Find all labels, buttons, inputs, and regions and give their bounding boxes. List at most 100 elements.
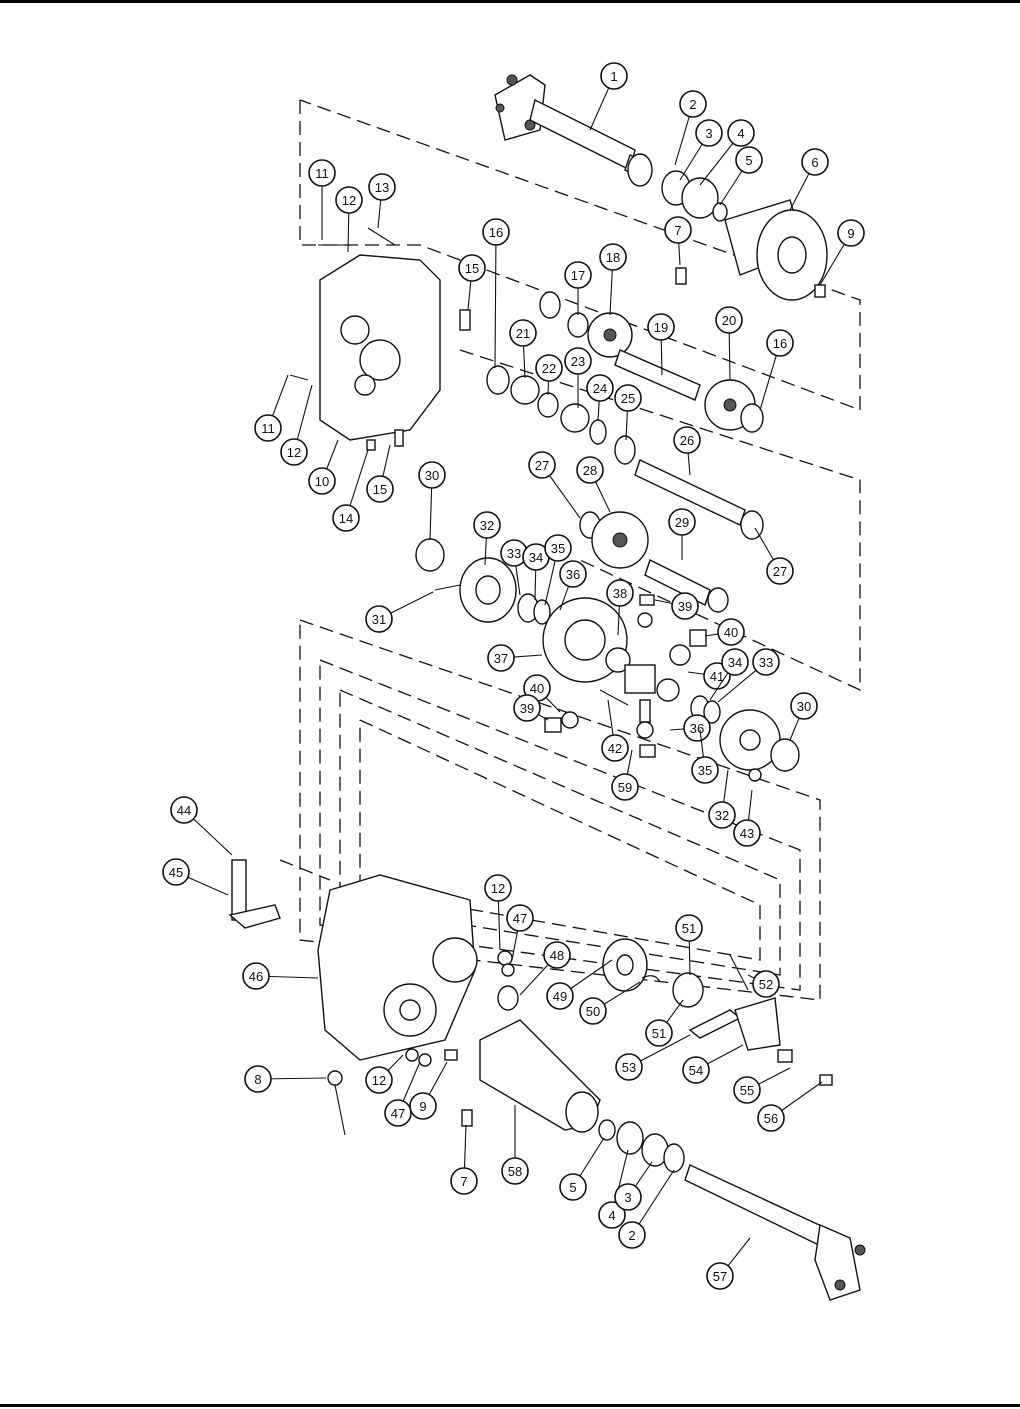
callout-number: 47: [391, 1106, 405, 1121]
callout-number: 3: [624, 1190, 631, 1205]
callout-number: 18: [606, 250, 620, 265]
part-callout: 32: [709, 802, 735, 828]
callout-number: 12: [372, 1073, 386, 1088]
part-callout: 23: [565, 348, 591, 374]
part-callout: 35: [692, 757, 718, 783]
callout-number: 27: [773, 564, 787, 579]
callout-number: 58: [508, 1164, 522, 1179]
callout-number: 2: [628, 1228, 635, 1243]
callout-number: 7: [674, 223, 681, 238]
part-callout: 3: [615, 1184, 641, 1210]
part-callout: 52: [753, 971, 779, 997]
callout-number: 26: [680, 433, 694, 448]
upper-axle-shaft: [495, 75, 650, 180]
callout-number: 12: [491, 881, 505, 896]
callout-number: 1: [610, 69, 617, 84]
part-callout: 18: [600, 244, 626, 270]
callout-number: 16: [489, 225, 503, 240]
part-callout: 17: [565, 262, 591, 288]
part-callout: 12: [366, 1067, 392, 1093]
part-callout: 21: [510, 320, 536, 346]
part-callout: 11: [309, 160, 335, 186]
part-callout: 53: [616, 1054, 642, 1080]
callout-number: 47: [513, 911, 527, 926]
callout-number: 5: [569, 1180, 576, 1195]
callout-number: 45: [169, 865, 183, 880]
part-callout: 31: [366, 606, 392, 632]
part-callout: 34: [722, 649, 748, 675]
callout-number: 12: [342, 193, 356, 208]
callout-number: 27: [535, 458, 549, 473]
part-callout: 51: [646, 1020, 672, 1046]
callout-number: 11: [261, 421, 275, 436]
right-axle-housing-upper: [628, 154, 827, 300]
part-callout: 15: [459, 255, 485, 281]
callout-number: 9: [419, 1099, 426, 1114]
callout-number: 31: [372, 612, 386, 627]
callout-number: 33: [507, 546, 521, 561]
callout-number: 36: [566, 567, 580, 582]
part-callout: 5: [560, 1174, 586, 1200]
callout-number: 40: [724, 625, 738, 640]
part-callout: 33: [753, 649, 779, 675]
callout-number: 20: [722, 313, 736, 328]
part-callout: 1: [601, 63, 627, 89]
part-callout: 10: [309, 468, 335, 494]
part-callout: 7: [665, 217, 691, 243]
part-callout: 24: [587, 375, 613, 401]
callout-number: 4: [608, 1208, 615, 1223]
callout-number: 40: [530, 681, 544, 696]
callout-number: 37: [494, 651, 508, 666]
callout-number: 28: [583, 463, 597, 478]
callout-number: 48: [550, 948, 564, 963]
callout-number: 59: [618, 780, 632, 795]
part-callout: 2: [619, 1222, 645, 1248]
callout-number: 13: [375, 180, 389, 195]
part-callout: 58: [502, 1158, 528, 1184]
callout-number: 15: [373, 482, 387, 497]
part-callout: 12: [485, 875, 511, 901]
callout-number: 5: [745, 153, 752, 168]
part-callout: 12: [336, 187, 362, 213]
callout-number: 16: [773, 336, 787, 351]
callout-number: 24: [593, 381, 607, 396]
callout-number: 51: [682, 921, 696, 936]
callout-number: 9: [847, 226, 854, 241]
part-callout: 2: [680, 91, 706, 117]
part-callout: 49: [547, 983, 573, 1009]
part-callout: 45: [163, 859, 189, 885]
part-callout: 37: [488, 645, 514, 671]
part-callout: 42: [602, 735, 628, 761]
callout-number: 3: [705, 126, 712, 141]
callout-number: 44: [177, 803, 191, 818]
part-callout: 47: [385, 1100, 411, 1126]
callout-number: 33: [759, 655, 773, 670]
callout-number: 52: [759, 977, 773, 992]
part-callout: 16: [767, 330, 793, 356]
callout-number: 46: [249, 969, 263, 984]
callout-number: 4: [737, 126, 744, 141]
callout-number: 36: [690, 721, 704, 736]
part-callout: 56: [758, 1105, 784, 1131]
part-callout: 20: [716, 307, 742, 333]
part-callout: 11: [255, 415, 281, 441]
part-callout: 27: [767, 558, 793, 584]
part-callout: 7: [451, 1168, 477, 1194]
part-callout: 32: [474, 512, 500, 538]
part-callout: 19: [648, 314, 674, 340]
callout-number: 34: [728, 655, 742, 670]
part-callout: 13: [369, 174, 395, 200]
callout-number: 7: [460, 1174, 467, 1189]
part-callout: 44: [171, 797, 197, 823]
part-callout: 54: [683, 1057, 709, 1083]
part-callout: 55: [734, 1077, 760, 1103]
part-callout: 26: [674, 427, 700, 453]
callout-leader-line: [495, 232, 496, 368]
callout-number: 34: [529, 550, 543, 565]
callout-number: 14: [339, 511, 353, 526]
callout-number: 22: [542, 361, 556, 376]
part-callout: 39: [672, 593, 698, 619]
shift-fork: [230, 860, 280, 928]
part-callout: 9: [838, 220, 864, 246]
